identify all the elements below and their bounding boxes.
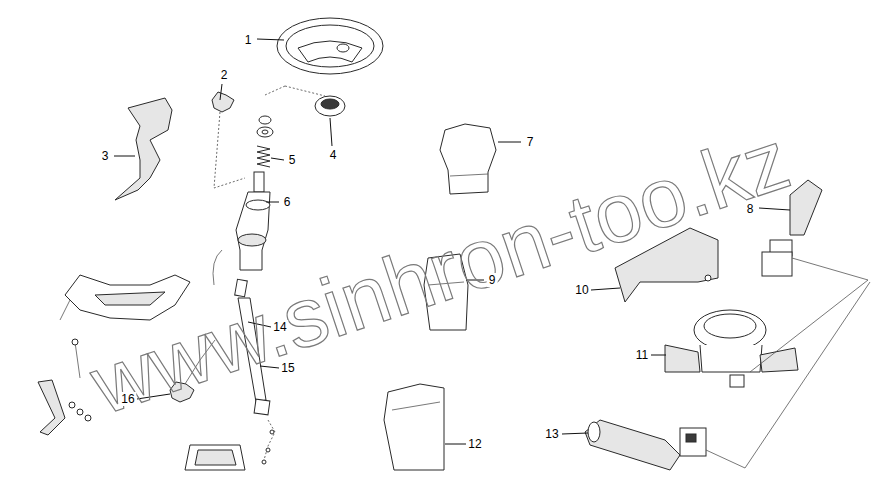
callout-number: 7 [525,135,536,149]
callout-number: 15 [279,361,296,375]
callout-number: 2 [219,68,230,82]
callout-number: 1 [243,33,254,47]
callout-number: 12 [466,437,483,451]
callout-number: 11 [634,348,650,362]
callout-number: 16 [119,392,136,406]
callout-number: 13 [543,427,560,441]
callout-number: 4 [328,148,339,162]
callout-number: 6 [282,195,293,209]
watermark: www.sinhron-too.kz [81,117,798,428]
callout-number: 8 [745,202,756,216]
callout-number: 10 [573,283,590,297]
callout-number: 5 [287,153,298,167]
callout-number: 3 [100,149,111,163]
callout-number: 9 [487,273,498,287]
callout-number: 14 [271,320,288,334]
